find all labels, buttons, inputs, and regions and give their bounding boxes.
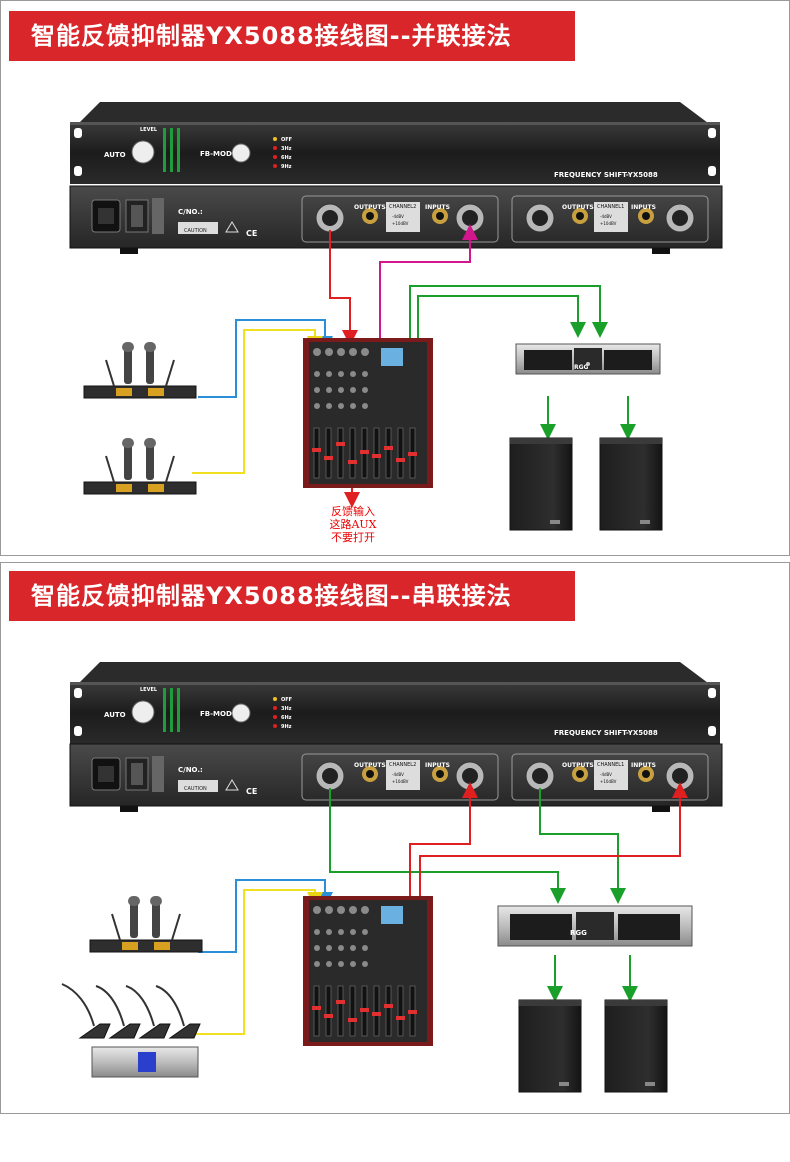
suppressor-rear-labels: C/NO.: CAUTION CE OUTPUTS CHANNEL2 -4dBV… (178, 762, 656, 796)
mixer (302, 337, 434, 489)
outputs-label: OUTPUTS (354, 204, 386, 211)
power-amplifier (497, 905, 693, 947)
suppressor-rear (69, 743, 723, 813)
wire-red-ch2 (409, 782, 478, 900)
mode-3hz: 3Hz (281, 706, 292, 712)
wireless-mic-receiver (83, 341, 197, 399)
wireless-mic-receiver (89, 895, 203, 953)
aux-note-line-3: 不要打开 (331, 531, 375, 544)
level-b-ch1: +10dBV (600, 779, 617, 784)
level-b: +10dBV (392, 779, 409, 784)
wire-yellow-conf (196, 889, 323, 1035)
aux-note-line-2: 这路AUX (329, 518, 377, 531)
channel1-label: CHANNEL1 (597, 762, 624, 768)
level-a: -4dBV (392, 772, 404, 777)
mode-3hz: 3Hz (281, 146, 292, 152)
suppressor-rear-labels: C/NO.: CAUTION CE OUTPUTS CHANNEL2 -4dBV… (178, 204, 656, 238)
caution-label: CAUTION (184, 228, 207, 234)
wire-green-ch2 (329, 788, 566, 904)
speaker-left (518, 999, 582, 1093)
outputs-label-ch1: OUTPUTS (562, 204, 594, 211)
ce-label: CE (246, 787, 257, 796)
amp-brand: RGG (574, 364, 589, 371)
outputs-label-ch1: OUTPUTS (562, 762, 594, 769)
wire-magenta-input (379, 224, 478, 340)
model-text: FREQUENCY SHIFT-YX5088 (554, 729, 658, 737)
inputs-label-ch1: INPUTS (631, 762, 656, 769)
wire-red-output (329, 230, 358, 346)
ce-label: CE (246, 229, 257, 238)
amp-brand: RGG (570, 929, 587, 937)
speaker-left (509, 437, 573, 531)
section-title: 智能反馈抑制器YX5088接线图--并联接法(AUX) (9, 11, 575, 100)
mode-off: OFF (281, 137, 292, 143)
fb-mode-label: FB-MODE (200, 150, 237, 158)
cno-label: C/NO.: (178, 208, 203, 216)
cno-label: C/NO.: (178, 766, 203, 774)
wire-blue-mic (198, 879, 333, 953)
level-a-ch1: -4dBV (600, 772, 612, 777)
mode-6hz: 6Hz (281, 155, 292, 161)
inputs-label: INPUTS (425, 204, 450, 211)
level-knob (131, 140, 155, 164)
speaker-right (599, 437, 663, 531)
wireless-mic-receiver (83, 437, 197, 495)
level-b: +10dBV (392, 221, 409, 226)
mode-9hz: 9Hz (281, 724, 292, 730)
fb-mode-knob (231, 143, 251, 163)
wire-green-2 (417, 295, 586, 340)
wire-blue-mic (198, 319, 333, 398)
knob-auto-label: AUTO (104, 711, 126, 719)
speaker-right (604, 999, 668, 1093)
suppressor-front-controls: AUTO LEVEL FB-MODE OFF 3Hz 6Hz 9Hz FREQU… (104, 127, 658, 179)
wires-series (196, 782, 688, 1035)
fb-mode-label: FB-MODE (200, 710, 237, 718)
knob-level-label: LEVEL (140, 687, 158, 693)
level-knob (131, 700, 155, 724)
mode-off: OFF (281, 697, 292, 703)
wire-yellow-mic (192, 329, 323, 474)
section-title: 智能反馈抑制器YX5088接线图--串联接法 (9, 571, 575, 621)
wire-green-1 (409, 285, 608, 340)
level-b-ch1: +10dBV (600, 221, 617, 226)
level-a: -4dBV (392, 214, 404, 219)
inputs-label: INPUTS (425, 762, 450, 769)
knob-level-label: LEVEL (140, 127, 158, 133)
knob-auto-label: AUTO (104, 151, 126, 159)
aux-note-line-1: 反馈输入 (331, 505, 375, 518)
suppressor-front-controls: AUTO LEVEL FB-MODE OFF 3Hz 6Hz 9Hz FREQU… (104, 687, 658, 737)
model-text: FREQUENCY SHIFT-YX5088 (554, 171, 658, 179)
mixer (302, 895, 434, 1047)
suppressor-rear (69, 185, 723, 255)
channel1-label: CHANNEL1 (597, 204, 624, 210)
mode-9hz: 9Hz (281, 164, 292, 170)
caution-label: CAUTION (184, 786, 207, 792)
level-a-ch1: -4dBV (600, 214, 612, 219)
channel2-label: CHANNEL2 (389, 204, 416, 210)
mode-6hz: 6Hz (281, 715, 292, 721)
conference-mic-system (61, 983, 201, 1078)
aux-note: 反馈输入 这路AUX 不要打开 (308, 505, 398, 544)
fb-mode-knob (231, 703, 251, 723)
channel2-label: CHANNEL2 (389, 762, 416, 768)
inputs-label-ch1: INPUTS (631, 204, 656, 211)
wire-green-ch1 (539, 788, 626, 904)
wire-red-ch1 (419, 782, 688, 900)
outputs-label: OUTPUTS (354, 762, 386, 769)
